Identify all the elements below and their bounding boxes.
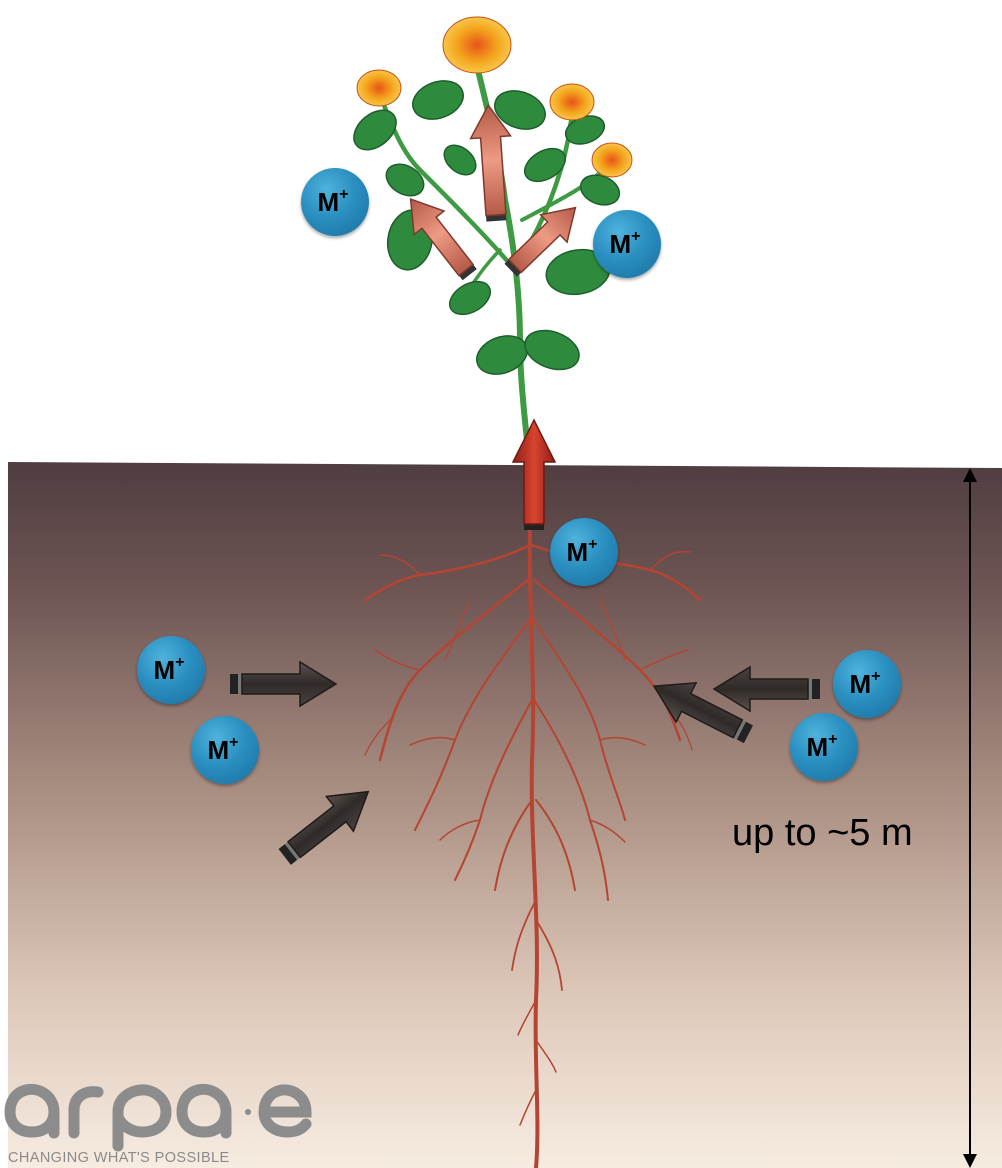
ion-charge: +	[339, 186, 348, 203]
logo-tagline: CHANGING WHAT'S POSSIBLE	[8, 1150, 230, 1166]
ion-symbol: M	[317, 187, 339, 217]
ion-symbol: M	[207, 735, 229, 765]
ion-charge: +	[828, 731, 837, 748]
ion-symbol: M	[806, 732, 828, 762]
ion-marker-soil-upper-right: M+	[833, 650, 901, 718]
ion-charge: +	[229, 734, 238, 751]
ion-marker-plant-left: M+	[301, 168, 369, 236]
ion-marker-root-entry: M+	[550, 518, 618, 586]
ion-charge: +	[175, 654, 184, 671]
ion-symbol: M	[849, 669, 871, 699]
ion-charge: +	[588, 536, 597, 553]
ion-marker-soil-upper-left: M+	[137, 636, 205, 704]
ion-symbol: M	[153, 655, 175, 685]
depth-label: up to ~5 m	[732, 812, 913, 855]
ion-marker-plant-right: M+	[593, 210, 661, 278]
ion-symbol: M	[566, 537, 588, 567]
ion-marker-soil-lower-right: M+	[790, 713, 858, 781]
ion-marker-soil-lower-left: M+	[191, 716, 259, 784]
ion-symbol: M	[609, 229, 631, 259]
ion-charge: +	[871, 668, 880, 685]
ion-charge: +	[631, 228, 640, 245]
